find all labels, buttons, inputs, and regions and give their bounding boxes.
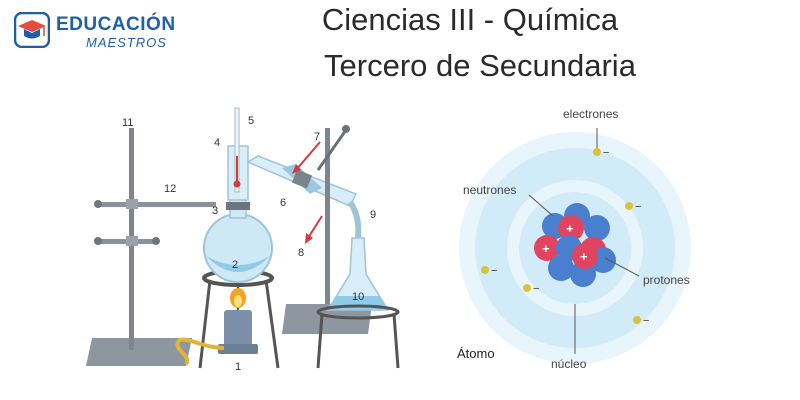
distillation-illustration: 1 2 3 4 5 6 7 8 9 10 11 12 — [82, 98, 404, 376]
logo-word-maestros: MAESTROS — [86, 35, 167, 50]
nucleus: + + + — [534, 203, 616, 287]
stand-base — [86, 338, 192, 366]
svg-text:−: − — [491, 265, 497, 277]
label-6: 6 — [280, 197, 286, 209]
clamp-arm-upper — [96, 202, 216, 207]
label-9: 9 — [370, 209, 376, 221]
label-7: 7 — [314, 131, 320, 143]
label-12: 12 — [164, 183, 176, 195]
page-title: Ciencias III - Química — [321, 2, 619, 37]
graduation-cap-icon — [14, 12, 50, 48]
distillation-drawing: 1 2 3 4 5 6 7 8 9 10 11 12 — [86, 107, 400, 373]
svg-text:+: + — [566, 221, 574, 236]
label-10: 10 — [352, 291, 364, 303]
logo-word-educacion: EDUCACIÓN — [56, 14, 176, 35]
label-neutrons: neutrones — [463, 183, 516, 197]
svg-text:−: − — [643, 315, 649, 327]
svg-text:−: − — [635, 201, 641, 213]
label-nucleus: núcleo — [551, 357, 587, 371]
svg-text:+: + — [580, 249, 588, 264]
page-subtitle: Tercero de Secundaria — [324, 48, 636, 83]
label-1: 1 — [235, 361, 241, 373]
label-2: 2 — [232, 259, 238, 271]
label-3: 3 — [212, 205, 218, 217]
atom-illustration: + + + − − − − − electrones neutrones pro… — [433, 98, 725, 376]
label-atom: Átomo — [457, 346, 495, 361]
label-4: 4 — [214, 137, 220, 149]
svg-text:+: + — [542, 241, 550, 256]
atom-drawing: + + + − − − − − electrones neutrones pro… — [457, 107, 691, 371]
electrons: − − − − − — [481, 147, 649, 327]
label-11: 11 — [122, 117, 133, 129]
label-electrons: electrones — [563, 107, 618, 121]
label-protons: protones — [643, 273, 690, 287]
label-8: 8 — [298, 247, 304, 259]
svg-text:−: − — [533, 283, 539, 295]
brand-logo[interactable]: EDUCACIÓN MAESTROS — [14, 12, 184, 54]
label-5: 5 — [248, 115, 254, 127]
burner — [224, 310, 252, 350]
svg-text:−: − — [603, 147, 609, 159]
